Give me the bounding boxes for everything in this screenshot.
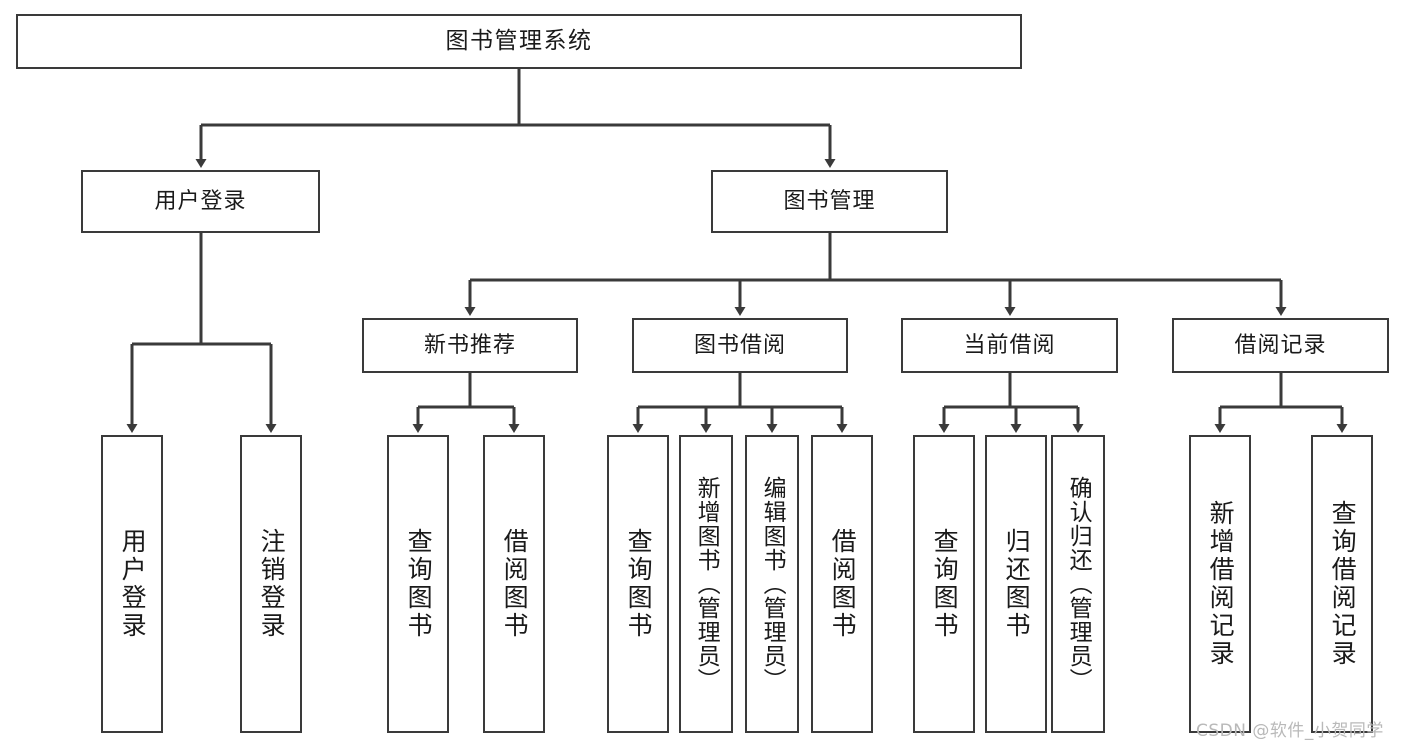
node-leaf-borrow-book-1[interactable]: 借阅图书: [483, 435, 545, 733]
node-label: 新书推荐: [423, 332, 516, 358]
node-label: 新增借阅记录: [1206, 500, 1236, 668]
node-label: 确认归还（管理员）: [1065, 476, 1092, 692]
node-leaf-user-login[interactable]: 用户登录: [101, 435, 163, 733]
node-user-login[interactable]: 用户登录: [81, 170, 320, 233]
node-leaf-borrow-book-2[interactable]: 借阅图书: [811, 435, 873, 733]
node-label: 查询借阅记录: [1328, 500, 1358, 668]
node-label: 查询图书: [624, 528, 654, 640]
node-label: 借阅记录: [1234, 332, 1327, 358]
node-label: 用户登录: [118, 528, 148, 640]
node-label: 当前借阅: [963, 332, 1056, 358]
node-label: 用户登录: [154, 188, 247, 214]
node-new-book-rec[interactable]: 新书推荐: [362, 318, 578, 373]
node-label: 图书管理: [783, 188, 876, 214]
node-label: 查询图书: [404, 528, 434, 640]
node-book-manage[interactable]: 图书管理: [711, 170, 948, 233]
node-leaf-query-record[interactable]: 查询借阅记录: [1311, 435, 1373, 733]
node-label: 借阅图书: [500, 528, 530, 640]
node-leaf-add-record[interactable]: 新增借阅记录: [1189, 435, 1251, 733]
node-leaf-return-book[interactable]: 归还图书: [985, 435, 1047, 733]
node-label: 图书管理系统: [445, 27, 593, 54]
node-book-borrow[interactable]: 图书借阅: [632, 318, 848, 373]
node-leaf-query-book-1[interactable]: 查询图书: [387, 435, 449, 733]
node-label: 注销登录: [257, 528, 287, 640]
node-root[interactable]: 图书管理系统: [16, 14, 1022, 69]
node-borrow-record[interactable]: 借阅记录: [1172, 318, 1389, 373]
node-current-borrow[interactable]: 当前借阅: [901, 318, 1118, 373]
node-label: 归还图书: [1002, 528, 1032, 640]
node-label: 编辑图书（管理员）: [759, 476, 786, 692]
node-leaf-query-book-3[interactable]: 查询图书: [913, 435, 975, 733]
csdn-watermark: CSDN @软件_小贺同学: [1196, 721, 1384, 741]
node-leaf-edit-book[interactable]: 编辑图书（管理员）: [745, 435, 799, 733]
node-leaf-query-book-2[interactable]: 查询图书: [607, 435, 669, 733]
node-label: 借阅图书: [828, 528, 858, 640]
node-label: 查询图书: [930, 528, 960, 640]
node-label: 图书借阅: [693, 332, 786, 358]
node-leaf-logout[interactable]: 注销登录: [240, 435, 302, 733]
node-leaf-confirm-return[interactable]: 确认归还（管理员）: [1051, 435, 1105, 733]
node-label: 新增图书（管理员）: [693, 476, 720, 692]
node-leaf-add-book[interactable]: 新增图书（管理员）: [679, 435, 733, 733]
